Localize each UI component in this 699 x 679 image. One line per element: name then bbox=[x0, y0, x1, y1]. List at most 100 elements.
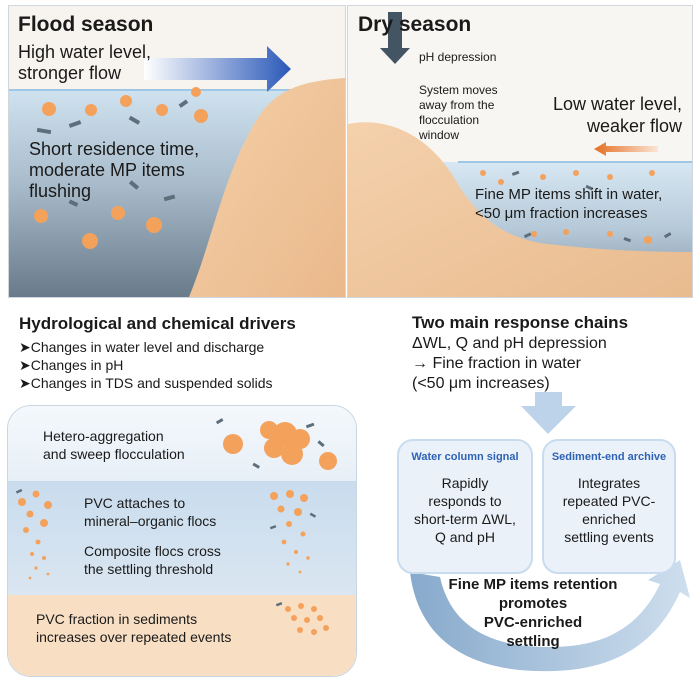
comp-line2: the settling threshold bbox=[84, 561, 214, 577]
mp-particle bbox=[297, 627, 303, 633]
sediment-archive-line2: repeated PVC- bbox=[562, 493, 656, 509]
mp-fragment bbox=[178, 99, 189, 108]
agg-mid-band bbox=[8, 481, 356, 595]
mp-particle bbox=[311, 629, 317, 635]
water-column-header: Water column signal bbox=[411, 451, 519, 463]
drivers-title: Hydrological and chemical drivers bbox=[19, 314, 296, 333]
response-title: Two main response chains bbox=[412, 313, 629, 332]
mp-particle bbox=[156, 104, 168, 116]
mp-particle bbox=[26, 510, 34, 518]
mp-particle bbox=[32, 490, 40, 498]
mp-particle bbox=[304, 617, 310, 623]
driver-item-water-level: ➤Changes in water level and discharge bbox=[19, 339, 265, 355]
mp-fragment bbox=[36, 127, 52, 135]
mp-particle bbox=[540, 174, 546, 180]
mp-fragment bbox=[15, 488, 23, 494]
mp-particle bbox=[286, 521, 292, 527]
water-column-line2: responds to bbox=[428, 493, 502, 509]
driver-item-ph: ➤Changes in pH bbox=[19, 357, 124, 373]
mp-fragment bbox=[511, 170, 520, 176]
settling-fragments bbox=[15, 488, 317, 530]
mp-particle bbox=[111, 206, 125, 220]
mp-particle bbox=[573, 170, 579, 176]
water-column-line1: Rapidly bbox=[441, 475, 489, 491]
flood-residence-line1: Short residence time, bbox=[29, 139, 200, 159]
mp-fragment bbox=[68, 199, 79, 207]
flood-season-scene bbox=[9, 46, 345, 297]
water-column-line3: short-term ΔWL, bbox=[414, 511, 516, 527]
flood-flow-arrow bbox=[144, 46, 291, 92]
mp-particle bbox=[191, 87, 201, 97]
mp-fragment bbox=[163, 194, 176, 202]
mp-particle bbox=[23, 527, 29, 533]
right-settling-particles bbox=[270, 490, 310, 574]
mp-particle bbox=[35, 539, 41, 545]
sediment-archive-box: Sediment-end archive Integrates repeated… bbox=[542, 439, 676, 574]
hetero-line1: Hetero-aggregation bbox=[43, 428, 164, 444]
dry-fragments bbox=[511, 170, 672, 243]
mp-particle bbox=[85, 104, 97, 116]
floc-fragments bbox=[215, 418, 325, 469]
flood-residence-line2: moderate MP items bbox=[29, 160, 185, 180]
dry-flow-line2: weaker flow bbox=[586, 116, 682, 136]
flood-residence-line3: flushing bbox=[29, 181, 92, 201]
mp-particle bbox=[34, 209, 48, 223]
mp-fragment bbox=[663, 232, 672, 239]
sed-line2: increases over repeated events bbox=[36, 629, 232, 645]
mp-particle bbox=[607, 231, 613, 237]
mp-particle bbox=[300, 531, 306, 537]
mp-fragment bbox=[585, 184, 594, 191]
mp-particle bbox=[34, 566, 38, 570]
aggregation-scene bbox=[8, 406, 356, 676]
mp-fragment bbox=[252, 462, 260, 469]
mp-fragment bbox=[68, 120, 82, 128]
sediment-archive-line3: enriched bbox=[582, 511, 636, 527]
dry-riverbank bbox=[348, 122, 692, 297]
mp-particle bbox=[286, 562, 290, 566]
mp-particle bbox=[46, 572, 50, 576]
flood-flow-line1: High water level, bbox=[18, 42, 152, 62]
mp-particle bbox=[120, 95, 132, 107]
mp-particle bbox=[42, 102, 56, 116]
mp-particle bbox=[286, 490, 294, 498]
dry-system-line1: System moves bbox=[419, 83, 498, 97]
dry-system-line3: flocculation bbox=[419, 113, 480, 127]
dry-ph-label: pH depression bbox=[419, 50, 497, 64]
response-graphics bbox=[410, 392, 690, 672]
mp-particle bbox=[281, 539, 287, 545]
mp-particle bbox=[480, 170, 486, 176]
sed-line1: PVC fraction in sediments bbox=[36, 611, 198, 627]
flood-riverbank bbox=[189, 78, 345, 297]
agg-sediment-band bbox=[8, 595, 356, 676]
mp-particle bbox=[277, 505, 285, 513]
sediment-archive-header: Sediment-end archive bbox=[551, 451, 667, 463]
retention-line2: promotes bbox=[498, 595, 568, 612]
comp-line1: Composite flocs cross bbox=[84, 543, 221, 559]
mp-fragment bbox=[275, 602, 283, 607]
response-line3: → Fine fraction in water bbox=[412, 355, 581, 372]
water-column-line4: Q and pH bbox=[435, 529, 495, 545]
mp-particle bbox=[28, 576, 32, 580]
aggregation-panel: Hetero-aggregation and sweep flocculatio… bbox=[7, 405, 357, 677]
drivers-list: ➤Changes in water level and discharge ➤C… bbox=[19, 338, 273, 392]
mp-particle bbox=[294, 508, 302, 516]
mp-fragment bbox=[269, 525, 277, 530]
mp-particle bbox=[194, 109, 208, 123]
flood-season-panel: Flood season High water level, stronger … bbox=[8, 5, 346, 298]
mp-particle bbox=[323, 625, 329, 631]
flood-fragments bbox=[36, 99, 189, 207]
mp-particle bbox=[649, 170, 655, 176]
mp-particle bbox=[306, 556, 310, 560]
mp-particle bbox=[18, 498, 26, 506]
mp-particle bbox=[607, 174, 613, 180]
mp-fragment bbox=[523, 232, 532, 239]
mp-particle bbox=[498, 179, 504, 185]
dry-fine-line2: <50 μm fraction increases bbox=[475, 205, 648, 222]
retention-line3: PVC-enriched bbox=[483, 614, 583, 631]
dry-flow-arrow bbox=[594, 142, 658, 156]
response-line4: (<50 μm increases) bbox=[412, 375, 550, 392]
retention-line1: Fine MP items retention bbox=[448, 576, 618, 593]
cycle-arrow bbox=[410, 560, 690, 672]
floc-cluster bbox=[223, 421, 337, 470]
dry-particles bbox=[480, 170, 655, 244]
